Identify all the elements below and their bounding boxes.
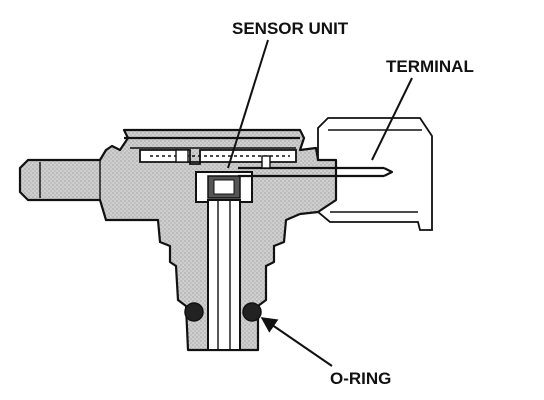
connector-housing <box>317 117 433 231</box>
sensor-unit-label: SENSOR UNIT <box>232 19 349 38</box>
sensor-body <box>18 128 338 352</box>
o-ring-label: O-RING <box>330 369 391 388</box>
terminal-pin <box>175 149 394 178</box>
o-ring-seals <box>184 302 262 322</box>
sensor-unit-leader <box>227 39 269 169</box>
terminal-label: TERMINAL <box>386 57 474 76</box>
pressure-passage <box>207 199 241 351</box>
terminal-leader <box>371 77 413 161</box>
o-ring-leader <box>260 317 333 367</box>
